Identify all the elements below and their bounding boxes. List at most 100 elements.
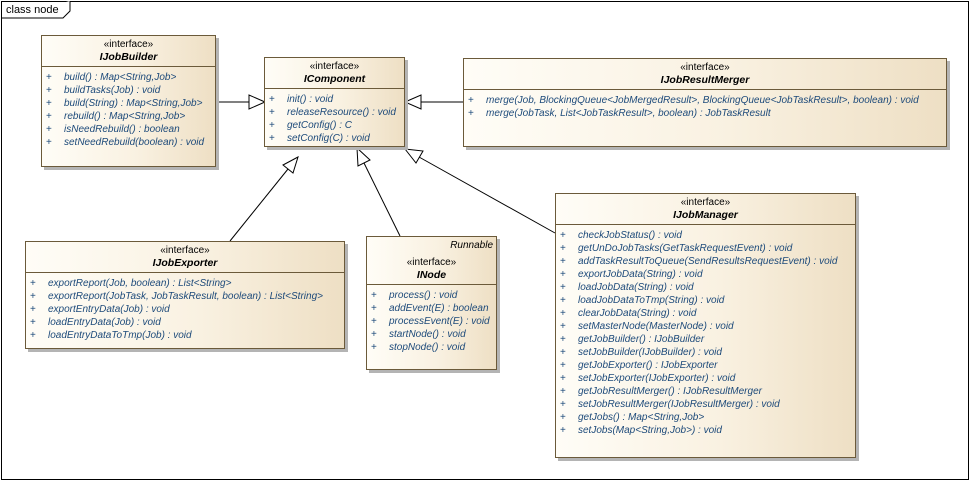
stereotype-label: «interface» bbox=[309, 61, 360, 72]
operation-row: +getUnDoJobTasks(GetTaskRequestEvent) : … bbox=[560, 242, 851, 255]
operation-row: + addTaskResultToQueue(SendResultsRequest… bbox=[560, 255, 851, 268]
class-inode[interactable]: Runnable «interface» INode +process() : … bbox=[366, 236, 497, 370]
visibility-marker: + bbox=[30, 317, 36, 328]
operation-row: +releaseResource() : void bbox=[269, 106, 400, 119]
operation-signature: exportReport(Job, boolean) : List<String… bbox=[48, 278, 232, 289]
operation-row: + setJobExporter(IJobExporter) : void bbox=[560, 372, 851, 385]
operation-row: + buildTasks(Job) : void bbox=[46, 84, 211, 97]
operation-signature: process() : void bbox=[389, 290, 458, 301]
operation-signature: setNeedRebuild(boolean) : void bbox=[64, 137, 205, 148]
operation-row: + exportReport(Job, boolean) : List<Strin… bbox=[30, 277, 340, 290]
operation-row: + build(String) : Map<String,Job> bbox=[46, 97, 211, 110]
visibility-marker: + bbox=[560, 308, 566, 319]
operation-signature: setJobExporter(IJobExporter) : void bbox=[578, 373, 736, 384]
stereotype-label: «interface» bbox=[680, 197, 731, 208]
operation-row: +loadJobData(String) : void bbox=[560, 281, 851, 294]
operation-row: +setJobResultMerger(IJobResultMerger) : … bbox=[560, 398, 851, 411]
visibility-marker: + bbox=[30, 304, 36, 315]
visibility-marker: + bbox=[46, 124, 52, 135]
class-header: «interface» IJobBuilder bbox=[42, 36, 215, 67]
visibility-marker: + bbox=[30, 330, 36, 341]
stereotype-label: «interface» bbox=[406, 257, 457, 268]
operations-list: + exportReport(Job, boolean) : List<Strin… bbox=[26, 273, 344, 344]
visibility-marker: + bbox=[560, 256, 566, 267]
stereotype-label: «interface» bbox=[160, 245, 210, 256]
stereotype-label: «interface» bbox=[103, 39, 154, 50]
visibility-marker: + bbox=[46, 85, 52, 96]
operation-signature: getJobResultMerger() : IJobResultMerger bbox=[578, 386, 762, 397]
operation-row: + getJobResultMerger() : IJobResultMerger bbox=[560, 385, 851, 398]
operation-signature: getUnDoJobTasks(GetTaskRequestEvent) : v… bbox=[578, 243, 793, 254]
operation-row: +loadEntryData(Job) : void bbox=[30, 316, 340, 329]
visibility-marker: + bbox=[560, 282, 566, 293]
class-ijobbuilder[interactable]: «interface» IJobBuilder +build() : Map<S… bbox=[41, 35, 216, 167]
operation-row: +getJobExporter() : IJobExporter bbox=[560, 359, 851, 372]
stereotype-label: «interface» bbox=[680, 62, 730, 73]
operation-signature: startNode() : void bbox=[389, 329, 466, 340]
visibility-marker: + bbox=[269, 94, 275, 105]
visibility-marker: + bbox=[468, 108, 474, 119]
operation-signature: setConfig(C) : void bbox=[287, 133, 370, 144]
operation-row: +getJobBuilder() : IJobBuilder bbox=[560, 333, 851, 346]
class-ijobmanager[interactable]: «interface» IJobManager +checkJobStatus(… bbox=[555, 193, 856, 458]
visibility-marker: + bbox=[468, 95, 474, 106]
operation-signature: setJobBuilder(IJobBuilder) : void bbox=[578, 347, 722, 358]
class-name: IJobBuilder bbox=[99, 51, 158, 63]
visibility-marker: + bbox=[560, 386, 566, 397]
class-ijobresultmerger[interactable]: «interface» IJobResultMerger +merge(Job,… bbox=[463, 58, 947, 147]
operation-signature: rebuild() : Map<String,Job> bbox=[64, 111, 186, 122]
operation-signature: setJobResultMerger(IJobResultMerger) : v… bbox=[578, 399, 780, 410]
visibility-marker: + bbox=[371, 316, 377, 327]
visibility-marker: + bbox=[30, 291, 36, 302]
link-exporter-component bbox=[229, 168, 289, 242]
arrowhead-manager-component bbox=[403, 148, 424, 164]
visibility-marker: + bbox=[560, 412, 566, 423]
operation-row: + setJobBuilder(IJobBuilder) : void bbox=[560, 346, 851, 359]
operation-row: +exportReport(JobTask, JobTaskResult, bo… bbox=[30, 290, 340, 303]
operations-list: +checkJobStatus() : void+getUnDoJobTasks… bbox=[556, 225, 855, 439]
operations-list: +merge(Job, BlockingQueue<JobMergedResul… bbox=[464, 90, 946, 122]
visibility-marker: + bbox=[30, 278, 36, 289]
class-ijobexporter[interactable]: «interface» IJobExporter +exportReport(J… bbox=[25, 241, 345, 349]
operation-signature: build(String) : Map<String,Job> bbox=[64, 98, 203, 109]
visibility-marker: + bbox=[560, 425, 566, 436]
operation-signature: addTaskResultToQueue(SendResultsRequestE… bbox=[578, 256, 838, 267]
visibility-marker: + bbox=[371, 329, 377, 340]
visibility-marker: + bbox=[560, 373, 566, 384]
operation-row: +stopNode() : void bbox=[371, 341, 492, 354]
class-name: INode bbox=[416, 269, 447, 281]
operation-row: +processEvent(E) : void bbox=[371, 315, 492, 328]
operation-row: +loadEntryDataToTmp(Job) : void bbox=[30, 329, 340, 342]
class-header: «interface» IJobExporter bbox=[26, 242, 344, 273]
class-icomponent[interactable]: «interface» IComponent +init() : void+re… bbox=[264, 57, 405, 147]
visibility-marker: + bbox=[269, 133, 275, 144]
operation-signature: stopNode() : void bbox=[389, 342, 466, 353]
operation-signature: exportEntryData(Job) : void bbox=[48, 304, 170, 315]
operation-signature: clearJobData(String) : void bbox=[578, 308, 697, 319]
operation-row: + startNode() : void bbox=[371, 328, 492, 341]
operation-row: +setNeedRebuild(boolean) : void bbox=[46, 136, 211, 149]
class-name: IComponent bbox=[303, 73, 366, 85]
class-header: «interface» IComponent bbox=[265, 58, 404, 89]
operations-list: +build() : Map<String,Job>+buildTasks(Jo… bbox=[42, 67, 215, 151]
operation-row: +addEvent(E) : boolean bbox=[371, 302, 492, 315]
operation-row: +rebuild() : Map<String,Job> bbox=[46, 110, 211, 123]
visibility-marker: + bbox=[560, 295, 566, 306]
visibility-marker: + bbox=[46, 98, 52, 109]
operation-signature: getJobExporter() : IJobExporter bbox=[578, 360, 718, 371]
class-name: IJobExporter bbox=[152, 257, 218, 269]
frame-label: class node bbox=[6, 4, 59, 16]
operation-row: +setJobs(Map<String,Job>) : void bbox=[560, 424, 851, 437]
arrowhead-exporter-component bbox=[282, 155, 299, 174]
operation-row: +process() : void bbox=[371, 289, 492, 302]
visibility-marker: + bbox=[560, 347, 566, 358]
operation-signature: buildTasks(Job) : void bbox=[64, 85, 161, 96]
operation-signature: addEvent(E) : boolean bbox=[389, 303, 489, 314]
operation-row: +merge(JobTask, List<JobTaskResult>, boo… bbox=[468, 107, 942, 120]
operation-row: + getJobs() : Map<String,Job> bbox=[560, 411, 851, 424]
operation-signature: getJobs() : Map<String,Job> bbox=[578, 412, 705, 423]
operation-signature: isNeedRebuild() : boolean bbox=[64, 124, 180, 135]
operations-list: +init() : void+releaseResource() : void+… bbox=[265, 89, 404, 147]
runnable-label: Runnable bbox=[450, 240, 493, 251]
